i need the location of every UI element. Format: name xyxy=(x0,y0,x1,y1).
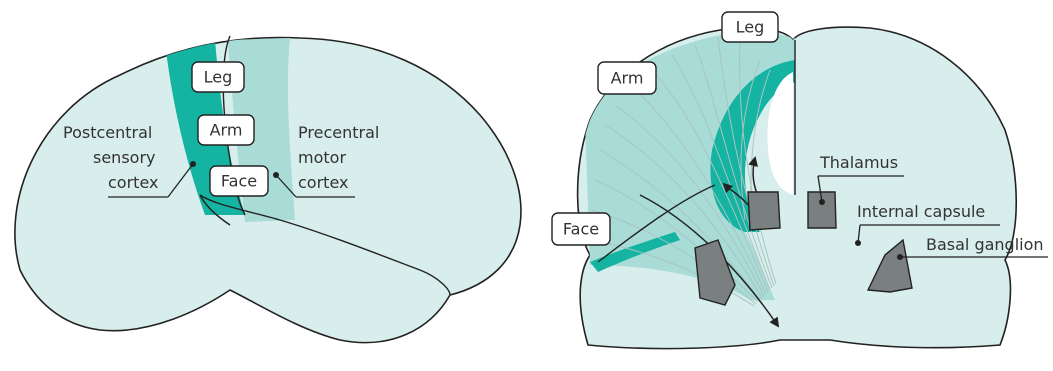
basal-ganglion-dot xyxy=(897,254,903,260)
coronal-leg-text: Leg xyxy=(736,18,765,37)
precentral-line1: Precentral xyxy=(298,123,379,142)
lateral-arm-text: Arm xyxy=(210,121,243,140)
precentral-dot xyxy=(273,172,279,178)
precentral-line3: cortex xyxy=(298,173,348,192)
coronal-arm-text: Arm xyxy=(611,69,644,88)
lateral-leg-text: Leg xyxy=(204,68,233,87)
coronal-brain-view: Leg Arm Face Thalamus Internal capsule xyxy=(552,12,1048,349)
lateral-brain-view: Leg Arm Face Postcentral sensory cortex … xyxy=(15,36,521,343)
lateral-face-text: Face xyxy=(221,172,257,191)
postcentral-line2: sensory xyxy=(93,148,156,167)
coronal-leg-label: Leg xyxy=(722,12,778,42)
lateral-face-label: Face xyxy=(210,166,268,196)
basal-ganglion-text: Basal ganglion xyxy=(926,235,1044,254)
thalamus-nucleus-right xyxy=(808,192,836,228)
postcentral-line3: cortex xyxy=(108,173,158,192)
postcentral-line1: Postcentral xyxy=(63,123,152,142)
thalamus-nucleus-left xyxy=(748,192,780,230)
lateral-arm-label: Arm xyxy=(198,115,254,145)
coronal-arm-label: Arm xyxy=(598,62,656,94)
internal-capsule-text: Internal capsule xyxy=(857,202,985,221)
coronal-face-text: Face xyxy=(563,220,599,239)
postcentral-dot xyxy=(190,161,196,167)
precentral-line2: motor xyxy=(298,148,346,167)
lateral-leg-label: Leg xyxy=(192,62,244,92)
internal-capsule-dot xyxy=(855,240,861,246)
thalamus-text: Thalamus xyxy=(819,153,898,172)
thalamus-dot xyxy=(819,199,825,205)
coronal-face-label: Face xyxy=(552,213,610,245)
